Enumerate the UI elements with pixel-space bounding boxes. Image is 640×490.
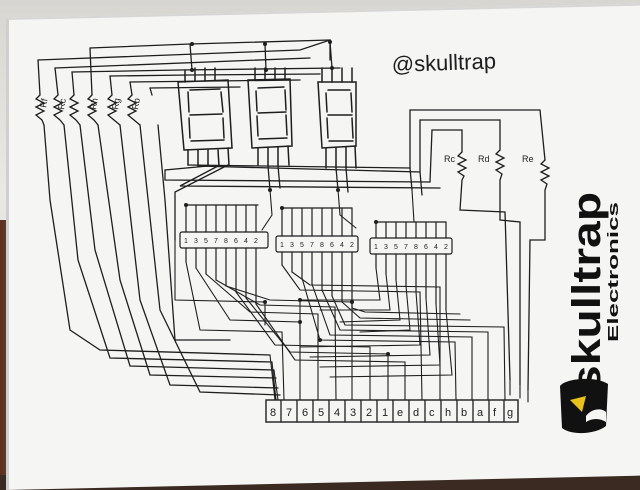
- pin-connector: [265, 399, 519, 423]
- chip1-pin: 8: [224, 238, 228, 245]
- left-resistors: [34, 94, 141, 126]
- chip2-pin: 1: [280, 242, 284, 249]
- chip2-pin: 3: [290, 242, 294, 249]
- logo-brand-text: skulltrap: [565, 192, 609, 392]
- connector-pin-8: 8: [270, 407, 276, 419]
- connector-pin-1: 1: [382, 407, 388, 419]
- chip-2-body: [275, 235, 359, 253]
- skull-emblem-icon: [560, 378, 608, 434]
- driver-chips: [179, 204, 453, 311]
- right-resistors: [456, 149, 551, 391]
- chip2-pin: 8: [320, 242, 324, 249]
- resistor-label-rc-left: Rc: [56, 97, 68, 110]
- circuit-diagram: Rf Rc Rh Rg Rb Rc Rd Re: [34, 39, 622, 434]
- connector-pin-a: a: [477, 407, 484, 419]
- resistor-label-rd: Rd: [478, 154, 490, 164]
- connector-pin-7: 7: [286, 407, 292, 419]
- connector-pin-4: 4: [334, 407, 340, 419]
- connector-pin-5: 5: [318, 407, 324, 419]
- chip3-pin: 6: [424, 244, 428, 251]
- chip1-pin: 3: [194, 238, 198, 245]
- top-bus-wires: [37, 39, 341, 89]
- connector-pin-h: h: [445, 407, 451, 419]
- left-vertical-wires: [37, 47, 281, 396]
- connector-pin-g: g: [507, 407, 513, 419]
- chip3-pin: 5: [394, 244, 398, 251]
- chip3-pin: 4: [434, 244, 438, 251]
- chip1-pin: 6: [234, 238, 238, 245]
- chip3-pin: 1: [374, 244, 378, 251]
- chip2-pin: 2: [350, 242, 354, 249]
- chip3-pin: 3: [384, 244, 388, 251]
- connector-pin-b: b: [461, 407, 467, 419]
- resistor-label-rc: Rc: [444, 154, 455, 164]
- routing-wires: [174, 189, 529, 403]
- junction-dots: [184, 40, 390, 356]
- chip-1-body: [179, 231, 269, 249]
- chip2-pin: 7: [310, 242, 314, 249]
- connector-pin-d: d: [413, 407, 419, 419]
- author-handle: @skulltrap: [391, 48, 496, 77]
- display-1: [177, 67, 233, 167]
- chip3-pin: 7: [404, 244, 408, 251]
- logo-subtitle-text: Electronics: [605, 202, 622, 342]
- chip-3-body: [369, 237, 453, 255]
- chip-pin-labels: 1 3 5 7 8 6 4 2 1 3 5 7 8 6 4 2 1 3 5 7 …: [184, 238, 448, 251]
- connector-pin-e: e: [397, 407, 403, 419]
- connector-pin-f: f: [493, 407, 497, 419]
- seven-segment-displays: [177, 67, 357, 169]
- chip1-pin: 7: [214, 238, 218, 245]
- display-2: [247, 67, 293, 167]
- resistor-label-rg: Rg: [110, 97, 122, 110]
- connector-pin-c: c: [429, 407, 435, 419]
- display-3: [317, 67, 357, 169]
- resistor-label-re: Re: [522, 154, 534, 164]
- connector-pin-labels: 8 7 6 5 4 3 2 1 e d c h b a f g: [270, 407, 513, 419]
- chip3-pin: 8: [414, 244, 418, 251]
- chip2-pin: 4: [340, 242, 344, 249]
- connector-body: [265, 399, 519, 423]
- chip1-pin: 4: [244, 238, 248, 245]
- connector-pin-2: 2: [366, 407, 372, 419]
- resistor-label-rh: Rh: [88, 97, 100, 110]
- chip3-pin: 2: [444, 244, 448, 251]
- resistor-label-rf: Rf: [38, 97, 49, 108]
- chip1-pin: 5: [204, 238, 208, 245]
- chip1-pin: 2: [254, 238, 258, 245]
- connector-pin-6: 6: [302, 407, 308, 419]
- resistor-label-rb: Rb: [130, 97, 142, 110]
- skulltrap-logo: skulltrap Electronics: [560, 192, 622, 434]
- connector-pin-3: 3: [350, 407, 356, 419]
- mid-bus-wires: [164, 109, 546, 241]
- chip2-pin: 5: [300, 242, 304, 249]
- chip2-pin: 6: [330, 242, 334, 249]
- chip1-pin: 1: [184, 238, 188, 245]
